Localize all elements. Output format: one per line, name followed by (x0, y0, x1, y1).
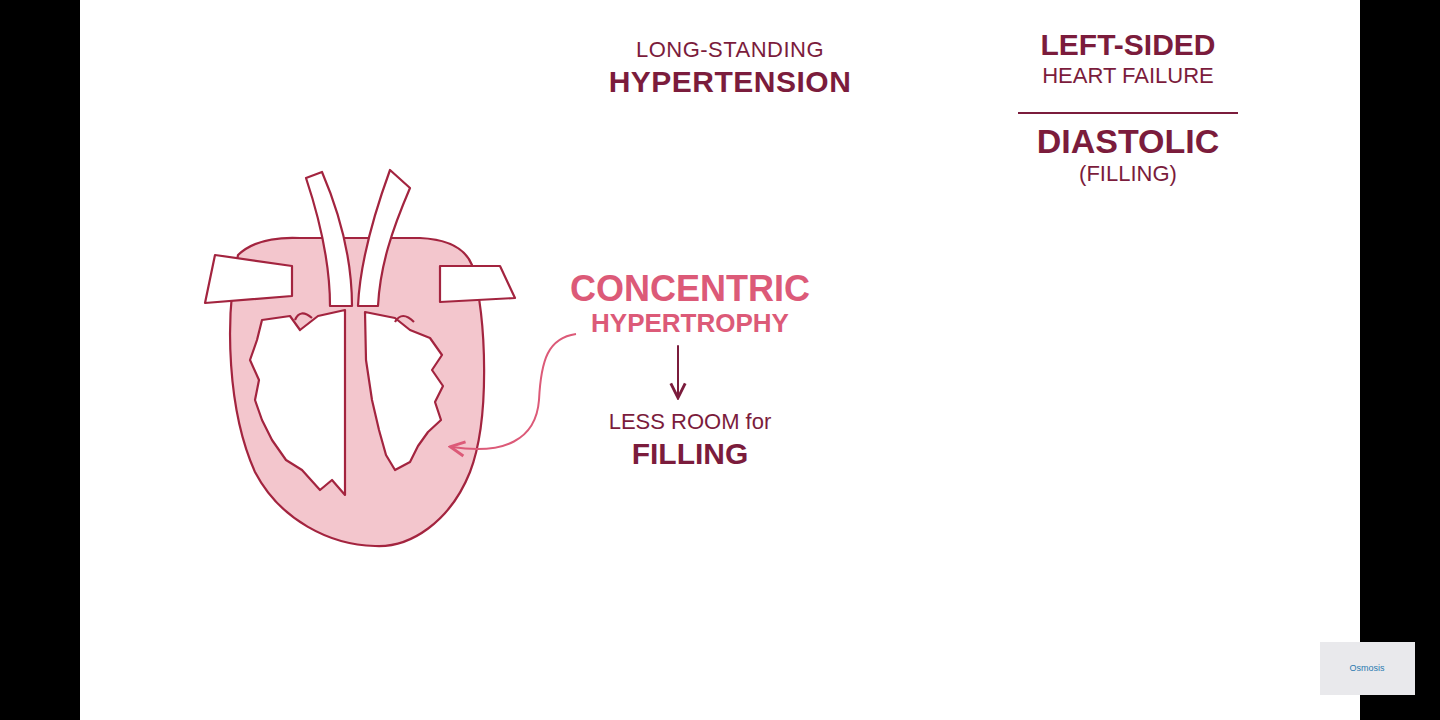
watermark-box (1320, 642, 1415, 695)
heart-drawing (205, 170, 515, 546)
leader-arrow (452, 334, 576, 449)
title-text: LONG-STANDING HYPERTENSION (580, 30, 880, 99)
right-ventricle (250, 310, 345, 495)
down-arrow (677, 345, 679, 396)
pulmonary-vein (205, 255, 292, 303)
watermark: Osmosis (1327, 663, 1407, 673)
side-bar (1360, 0, 1440, 720)
pulmonary-artery (306, 172, 352, 306)
subheading-text: DIASTOLIC (FILLING) (1018, 122, 1238, 186)
callout-label: CONCENTRIC HYPERTROPHY (545, 268, 835, 339)
pulmonary-vein (440, 266, 515, 302)
divider-line (1018, 112, 1238, 114)
note-text: LESS ROOM for FILLING (590, 402, 790, 471)
valve (295, 313, 312, 320)
heading-text: LEFT-SIDED HEART FAILURE (1008, 28, 1248, 88)
left-ventricle (365, 312, 443, 470)
valve (395, 316, 414, 322)
side-bar (0, 0, 80, 720)
aorta (358, 170, 410, 306)
